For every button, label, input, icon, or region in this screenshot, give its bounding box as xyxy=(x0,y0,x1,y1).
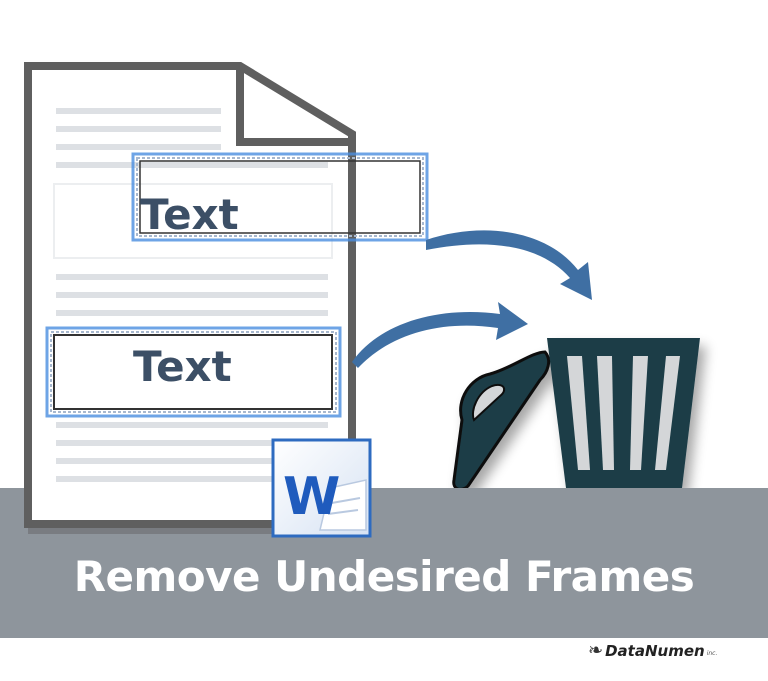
brand-name: DataNumen xyxy=(605,641,705,660)
banner-title: Remove Undesired Frames xyxy=(73,552,695,601)
brand-logo: ❧ DataNumen inc. xyxy=(588,640,717,661)
brand-suffix: inc. xyxy=(706,650,718,657)
datanumen-logo-icon: ❧ xyxy=(588,640,604,661)
text-frame-1 xyxy=(131,152,429,242)
document-icon xyxy=(24,62,356,528)
frame-1-text: Text xyxy=(140,190,239,239)
trash-icon xyxy=(452,338,700,491)
text-frame-2 xyxy=(45,326,342,418)
arrow-icon xyxy=(352,230,592,368)
frame-2-text: Text xyxy=(133,342,232,391)
